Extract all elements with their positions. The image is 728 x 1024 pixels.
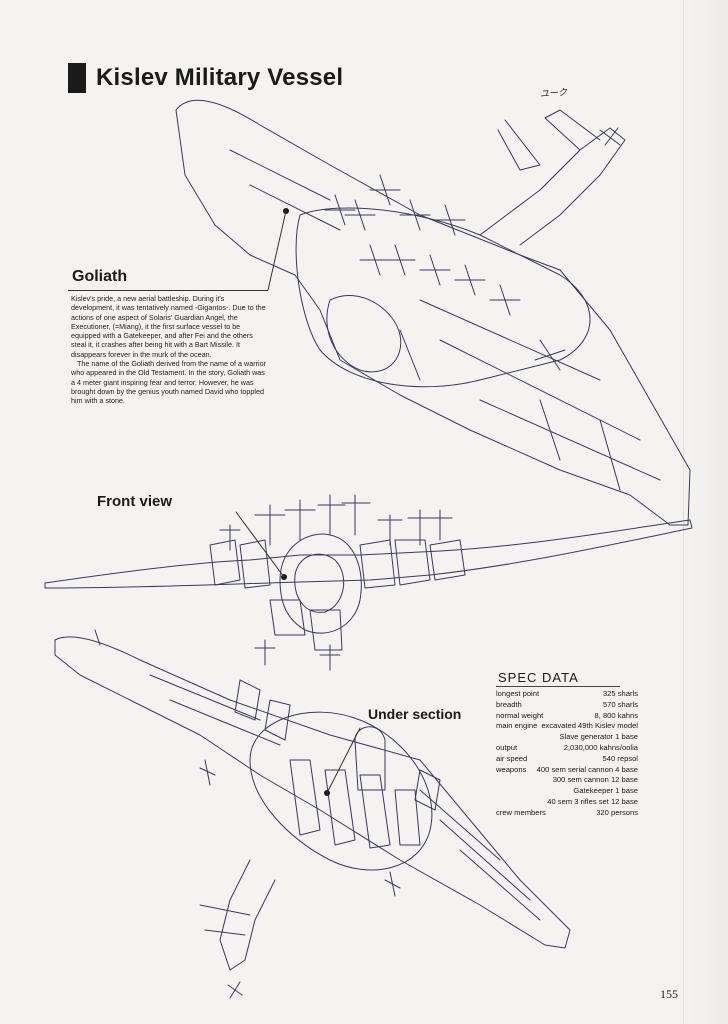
sketch-note: ユーク (539, 87, 568, 99)
under-section-label: Under section (368, 706, 462, 722)
spec-key: crew members (496, 807, 546, 817)
spec-key: air speed (496, 753, 528, 763)
spec-title: SPEC DATA (498, 670, 579, 685)
front-view-sketch (44, 494, 693, 671)
spec-value: 325 sharls (602, 689, 638, 698)
spec-row: air speed 540 repsol (496, 754, 638, 765)
spec-row: breadth 570 sharls (496, 700, 638, 711)
spec-data-panel: SPEC DATA longest point 325 sharls breadt… (496, 670, 638, 819)
front-leader-line (235, 511, 285, 578)
goliath-paragraph: Kislev's pride, a new aerial battleship.… (71, 294, 266, 359)
spec-rows: longest point 325 sharls breadth 570 sharl… (496, 689, 638, 819)
under-hull-pods (289, 759, 421, 849)
spec-rule (496, 686, 620, 687)
spec-row: output 2,030,000 kahns/oolia (496, 743, 638, 754)
front-pods (209, 539, 466, 651)
spec-value: Slave generator 1 base (559, 732, 638, 742)
spec-row: 300 sem cannon 12 base (496, 775, 638, 786)
top-tail-fin2 (497, 119, 541, 171)
front-wing-outline (44, 519, 693, 589)
page-title: Kislev Military Vessel (96, 64, 344, 91)
spec-key: longest point (496, 689, 540, 698)
under-wing-pods (234, 679, 441, 811)
spec-key: breadth (496, 699, 522, 709)
goliath-leader-line (267, 210, 287, 291)
front-view-label: Front view (97, 493, 173, 510)
spec-value: 540 repsol (602, 753, 638, 763)
goliath-rule (68, 290, 268, 291)
spec-value: 8, 800 kahns (594, 710, 639, 720)
spec-value: 570 sharls (602, 699, 638, 709)
spec-row: 40 sem 3 rifles set 12 base (496, 797, 638, 808)
top-wing-outline (175, 99, 691, 526)
title-marker (68, 63, 86, 93)
under-tail-fin (199, 904, 251, 936)
under-tail (219, 859, 276, 971)
spec-key: normal weight (496, 710, 544, 720)
spec-row: normal weight 8, 800 kahns (496, 711, 638, 722)
front-hull (279, 533, 362, 634)
under-panels (149, 674, 541, 921)
page-edge (683, 0, 728, 1024)
spec-value: 320 persons (596, 807, 638, 817)
top-propellers (324, 127, 621, 371)
top-tail-fin (544, 109, 601, 151)
spec-key: output (496, 742, 518, 752)
spec-value: excavated 49th Kislev model (541, 721, 638, 731)
under-propellers (94, 629, 401, 999)
top-tail (479, 127, 626, 246)
goliath-heading: Goliath (72, 268, 128, 285)
spec-key: main engine (496, 721, 538, 731)
under-view-sketch (54, 629, 571, 999)
spec-row: weapons 400 sem serial cannon 4 base (496, 765, 638, 776)
spec-key: weapons (496, 764, 527, 774)
spec-value: 2,030,000 kahns/oolia (563, 742, 638, 752)
spec-row: crew members 320 persons (496, 808, 638, 819)
spec-row: Slave generator 1 base (496, 732, 638, 743)
title-bar: Kislev Military Vessel (68, 62, 343, 94)
top-hull-ring (326, 295, 402, 373)
spec-row: longest point 325 sharls (496, 689, 638, 700)
under-leader-line (326, 727, 361, 794)
under-hull (249, 711, 433, 871)
spec-row: Gatekeeper 1 base (496, 786, 638, 797)
front-propellers (219, 494, 453, 671)
spec-value: 40 sem 3 rifles set 12 base (547, 796, 638, 806)
spec-value: Gatekeeper 1 base (573, 786, 638, 796)
goliath-paragraph: The name of the Goliath derived from the… (71, 359, 266, 406)
page-number: 155 (660, 987, 678, 1001)
top-wing-panel2 (399, 329, 621, 491)
top-view-sketch (175, 99, 691, 526)
top-wing-panel (229, 149, 661, 481)
goliath-description: Kislev's pride, a new aerial battleship.… (71, 294, 269, 406)
under-wing-outline (54, 636, 571, 949)
spec-value: 400 sem serial cannon 4 base (536, 764, 638, 774)
front-hull-inner (294, 553, 345, 613)
spec-value: 300 sem cannon 12 base (552, 775, 638, 785)
